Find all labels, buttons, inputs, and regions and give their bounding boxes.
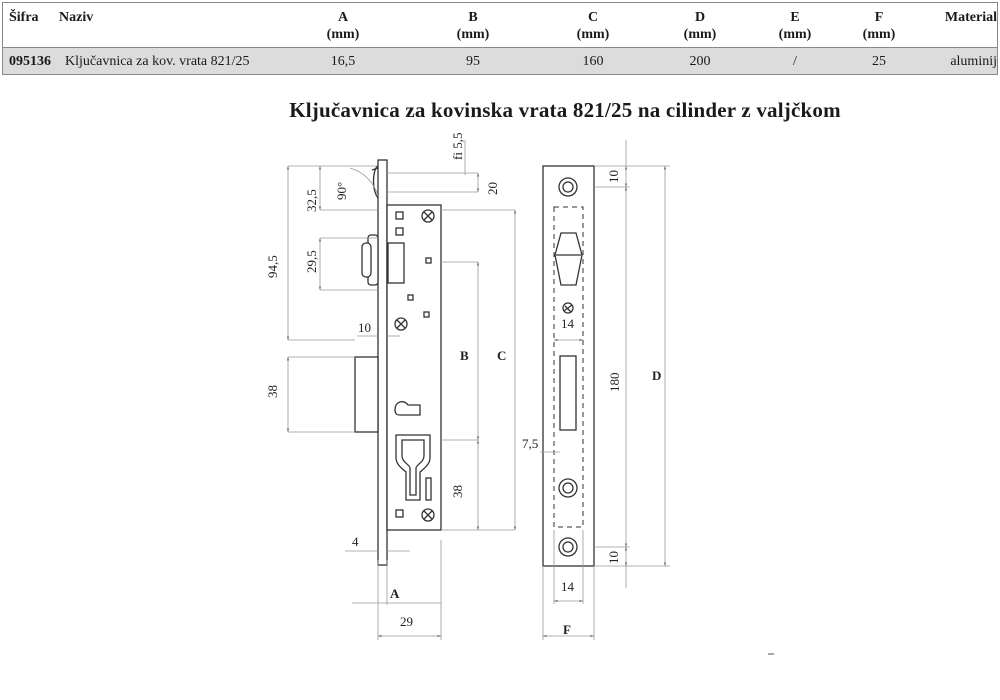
dim-38-bottom: 38 bbox=[450, 485, 465, 498]
dim-10-top: 10 bbox=[606, 170, 621, 183]
dim-7-5: 7,5 bbox=[522, 436, 538, 451]
label-c: C bbox=[497, 348, 506, 363]
dim-29: 29 bbox=[400, 614, 413, 629]
screw-icon bbox=[421, 209, 435, 223]
dim-29-5: 29,5 bbox=[304, 250, 319, 273]
header-d: D(mm) bbox=[683, 10, 717, 42]
label-b: B bbox=[460, 348, 469, 363]
cell-a: 16,5 bbox=[330, 54, 356, 69]
header-c: C(mm) bbox=[576, 10, 610, 42]
cell-f: 25 bbox=[872, 54, 886, 69]
cell-e: / bbox=[793, 54, 797, 69]
cell-material: aluminij bbox=[950, 54, 997, 69]
cell-c: 160 bbox=[582, 54, 604, 69]
dim-fi: fi 5,5 bbox=[450, 133, 465, 160]
screw-icon bbox=[394, 317, 408, 331]
dim-14-bottom: 14 bbox=[561, 579, 575, 594]
table-header: Šifra Naziv A(mm) B(mm) C(mm) D(mm) E(mm… bbox=[3, 3, 997, 47]
dim-32-5: 32,5 bbox=[304, 189, 319, 212]
dim-10-bottom: 10 bbox=[606, 551, 621, 564]
header-f: F(mm) bbox=[862, 10, 896, 42]
cell-d: 200 bbox=[689, 54, 711, 69]
dim-4: 4 bbox=[352, 534, 359, 549]
dim-180: 180 bbox=[607, 373, 622, 393]
header-naziv: Naziv bbox=[59, 10, 94, 25]
cell-naziv: Ključavnica za kov. vrata 821/25 bbox=[65, 54, 250, 69]
header-b: B(mm) bbox=[456, 10, 490, 42]
front-view bbox=[542, 165, 595, 567]
screw-icon bbox=[562, 302, 574, 314]
dim-10-side: 10 bbox=[358, 320, 371, 335]
drawing-title: Ključavnica za kovinska vrata 821/25 na … bbox=[289, 98, 841, 122]
header-sifra: Šifra bbox=[9, 10, 39, 25]
header-e: E(mm) bbox=[778, 10, 812, 42]
spec-table: Šifra Naziv A(mm) B(mm) C(mm) D(mm) E(mm… bbox=[2, 2, 998, 75]
side-view-dimensions bbox=[286, 140, 517, 640]
label-a: A bbox=[390, 586, 400, 601]
header-material: Material bbox=[944, 10, 997, 25]
label-f: F bbox=[563, 622, 571, 637]
cell-sifra: 095136 bbox=[9, 54, 51, 69]
side-view bbox=[354, 159, 442, 566]
screw-icon bbox=[421, 508, 435, 522]
table-row: 095136 Ključavnica za kov. vrata 821/25 … bbox=[3, 47, 997, 74]
label-d: D bbox=[652, 368, 661, 383]
cell-b: 95 bbox=[466, 54, 480, 69]
dim-14-mid: 14 bbox=[561, 316, 575, 331]
front-view-dimensions bbox=[540, 140, 670, 640]
header-a: A(mm) bbox=[326, 10, 360, 42]
dim-angle: 90° bbox=[334, 182, 349, 200]
dim-38-top: 38 bbox=[265, 385, 280, 398]
dim-94-5: 94,5 bbox=[265, 255, 280, 278]
dim-20: 20 bbox=[485, 182, 500, 195]
